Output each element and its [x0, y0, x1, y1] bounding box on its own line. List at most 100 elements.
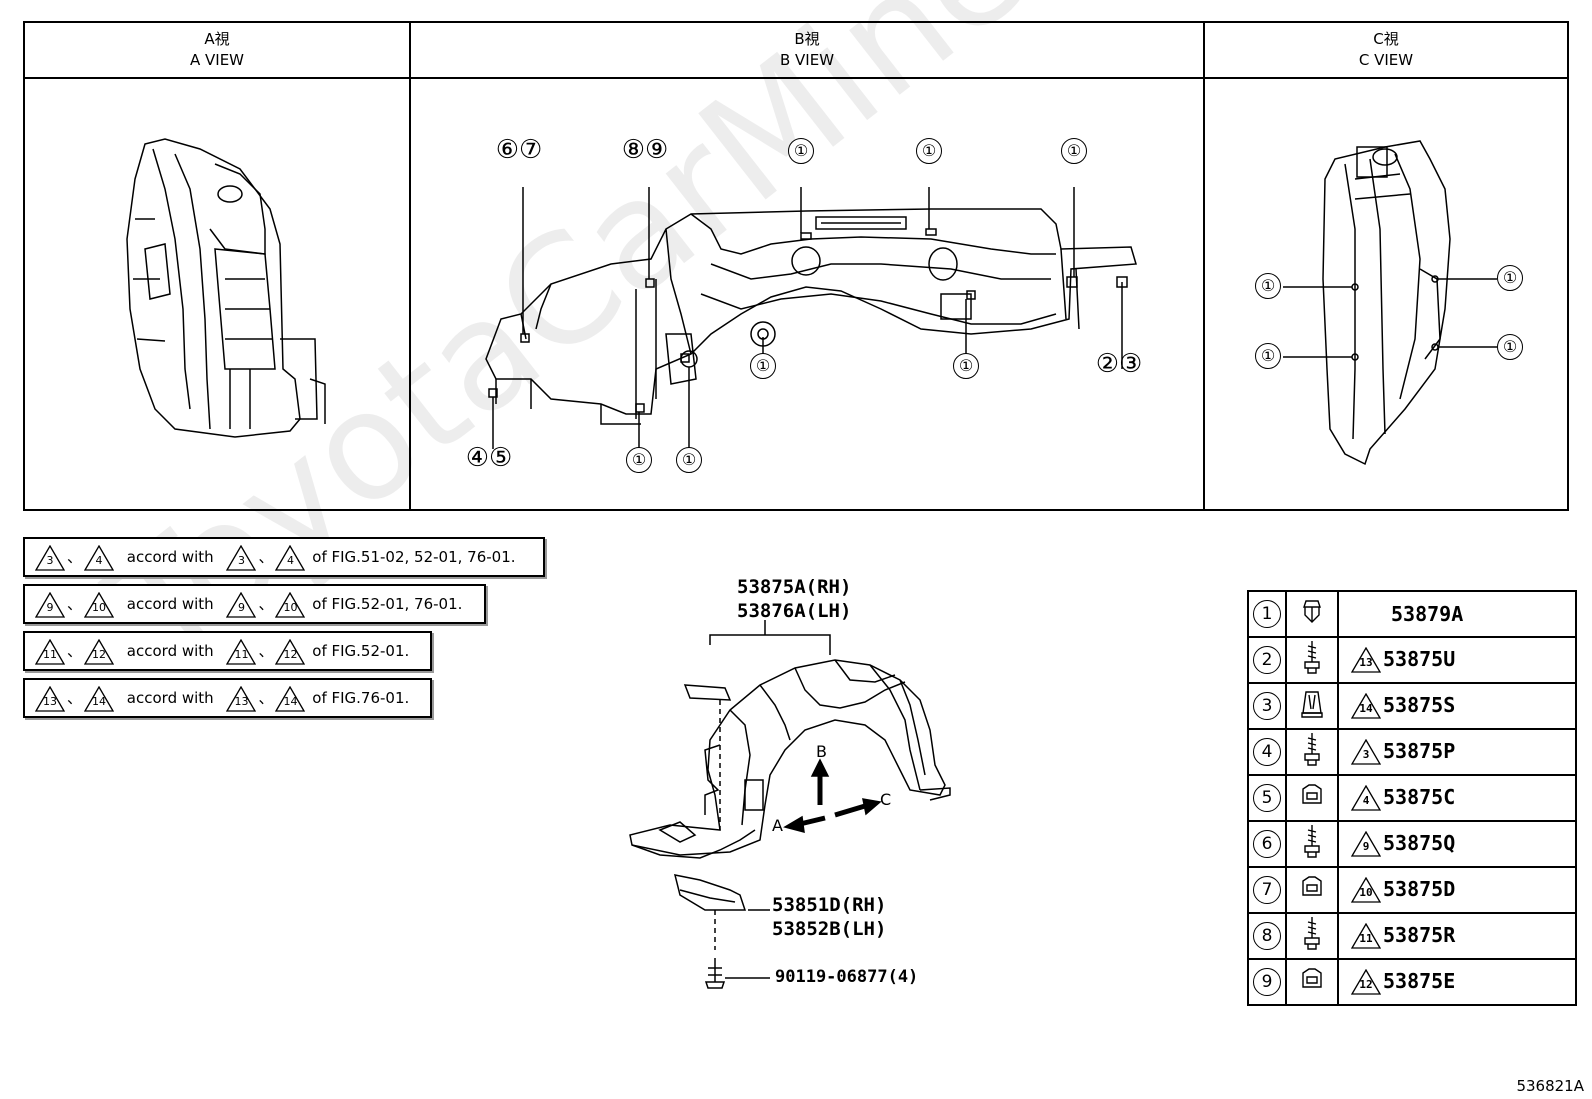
note-fig-ref: of FIG.52-01.: [312, 642, 410, 660]
triangle-icon: 3: [1351, 739, 1381, 765]
screw-icon: [1304, 733, 1320, 766]
legend-num: 5: [1253, 784, 1281, 812]
triangle-icon: 12: [84, 638, 115, 665]
triangle-icon: 9: [35, 591, 65, 618]
legend-part-number: 53875D: [1383, 876, 1456, 901]
legend-num: 6: [1253, 830, 1281, 858]
view-a-drawing: [126, 138, 326, 438]
b-callout-4-5: ④⑤: [465, 443, 513, 473]
triangle-icon: 11: [226, 638, 257, 665]
triangle-icon: 10: [84, 591, 115, 618]
b-callout-1-d: ①: [750, 353, 776, 379]
part-label-bolt: 90119-06877(4): [775, 967, 919, 987]
triangle-icon: 10: [1351, 877, 1381, 903]
legend-num: 4: [1253, 738, 1281, 766]
legend-part-number: 53875U: [1383, 646, 1456, 671]
speed-nut-icon: [1302, 784, 1322, 804]
view-c-panel: C視 C VIEW ① ① ① ①: [1203, 21, 1569, 511]
c-callout-1-b: ①: [1255, 343, 1281, 369]
part-label-liner-lh: 53876A(LH): [737, 600, 852, 622]
view-b-panel: B視 B VIEW: [409, 21, 1205, 511]
view-a-panel: A視 A VIEW: [23, 21, 411, 511]
triangle-icon: 14: [84, 685, 115, 712]
note-row-3: 11、12 accord with 11、12 of FIG.52-01.: [23, 631, 432, 671]
note-fig-ref: of FIG.76-01.: [312, 689, 410, 707]
legend-num: 9: [1253, 968, 1281, 996]
triangle-icon: 12: [275, 638, 306, 665]
note-text: accord with: [126, 642, 214, 660]
view-a-title-jp: A視: [204, 30, 230, 48]
c-callout-1-a: ①: [1255, 273, 1281, 299]
triangle-icon: 14: [1351, 693, 1381, 719]
arrow-label-b: B: [816, 742, 827, 761]
view-a-title-en: A VIEW: [189, 51, 245, 69]
b-callout-1-f: ①: [626, 447, 652, 473]
legend-part-number: 53875S: [1383, 692, 1456, 717]
b-callout-1-g: ①: [676, 447, 702, 473]
b-callout-2-3: ②③: [1095, 349, 1143, 379]
speed-nut-icon: [1302, 876, 1322, 896]
legend-row: 1 53879A: [1247, 590, 1577, 638]
legend-part-number: 53875Q: [1383, 830, 1456, 855]
arrow-label-c: C: [880, 790, 892, 809]
legend-num: 1: [1253, 600, 1281, 628]
view-c-title-en: C VIEW: [1358, 51, 1414, 69]
fender-liner-drawing: [629, 620, 951, 989]
arrow-label-a: A: [772, 816, 783, 835]
part-label-guard-lh: 53852B(LH): [772, 918, 887, 940]
clip-icon: [1303, 600, 1321, 623]
triangle-icon: 11: [35, 638, 65, 665]
triangle-icon: 3: [35, 544, 65, 571]
legend-part-number: 53879A: [1391, 602, 1464, 626]
c-callout-1-d: ①: [1497, 334, 1523, 360]
note-text: accord with: [126, 689, 214, 707]
triangle-icon: 9: [1351, 831, 1381, 857]
screw-icon: [1304, 825, 1320, 858]
part-label-liner-rh: 53875A(RH): [737, 576, 852, 598]
view-c-drawing: [1283, 140, 1497, 466]
b-callout-1-a: ①: [788, 138, 814, 164]
triangle-icon: 4: [84, 544, 115, 571]
view-c-title-jp: C視: [1373, 30, 1399, 48]
triangle-icon: 3: [226, 544, 257, 571]
part-label-guard-rh: 53851D(RH): [772, 894, 887, 916]
legend-part-number: 53875P: [1383, 738, 1456, 763]
view-b-drawing: [485, 187, 1137, 449]
triangle-icon: 13: [35, 685, 65, 712]
legend-part-number: 53875E: [1383, 968, 1456, 993]
speed-nut-icon: [1302, 968, 1322, 988]
nut-clip-icon: [1301, 691, 1323, 718]
legend-num: 3: [1253, 692, 1281, 720]
view-a-header: A視 A VIEW: [25, 23, 409, 79]
triangle-icon: 10: [275, 591, 306, 618]
figure-reference-number: 536821A: [1516, 1077, 1584, 1095]
view-b-title-en: B VIEW: [779, 51, 835, 69]
screw-icon: [1304, 641, 1320, 674]
triangle-icon: 4: [1351, 785, 1381, 811]
note-fig-ref: of FIG.52-01, 76-01.: [312, 595, 463, 613]
note-text: accord with: [126, 595, 214, 613]
b-callout-1-c: ①: [1061, 138, 1087, 164]
view-b-header: B視 B VIEW: [411, 23, 1203, 79]
legend-num: 8: [1253, 922, 1281, 950]
triangle-icon: 13: [1351, 647, 1381, 673]
note-row-4: 13、14 accord with 13、14 of FIG.76-01.: [23, 678, 432, 718]
triangle-icon: 9: [226, 591, 257, 618]
legend-num: 2: [1253, 646, 1281, 674]
triangle-icon: 4: [275, 544, 306, 571]
legend-num: 7: [1253, 876, 1281, 904]
note-row-1: 3、4 accord with 3、4 of FIG.51-02, 52-01,…: [23, 537, 545, 577]
legend-part-number: 53875C: [1383, 784, 1456, 809]
triangle-icon: 12: [1351, 969, 1381, 995]
triangle-icon: 14: [275, 685, 306, 712]
screw-icon: [1304, 917, 1320, 950]
note-text: accord with: [126, 548, 214, 566]
